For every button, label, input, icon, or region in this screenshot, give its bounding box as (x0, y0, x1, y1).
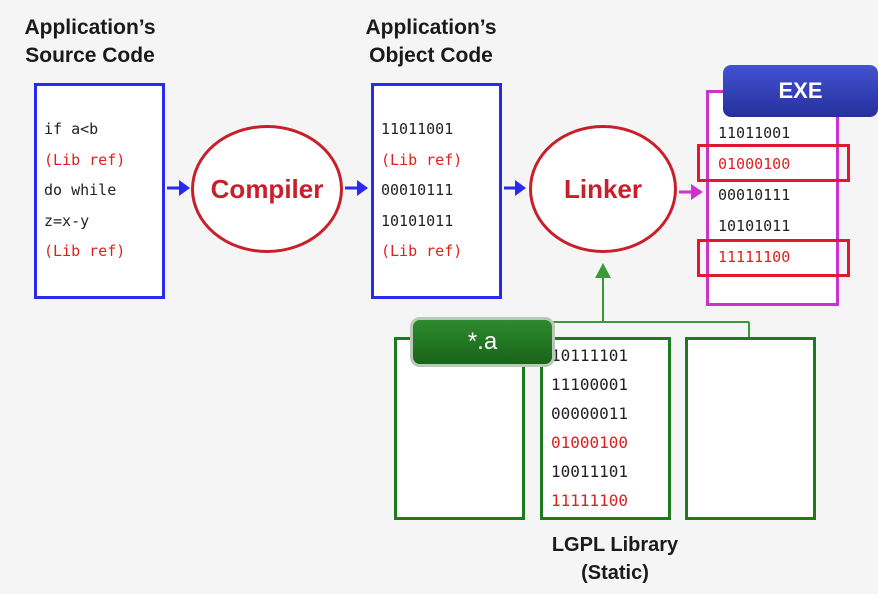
library-line-4: 01000100 (551, 433, 629, 452)
exe-highlight-2 (697, 239, 850, 277)
object-code-line-5: (Lib ref) (381, 242, 463, 260)
exe-label: EXE (778, 78, 823, 103)
archive-label: *.a (410, 317, 555, 367)
arrow-head-2 (357, 180, 368, 196)
library-to-linker-arrowhead (595, 263, 611, 278)
exe-line-2: 01000100 (718, 155, 791, 173)
exe-box (706, 90, 839, 306)
source-code-line-5: (Lib ref) (44, 242, 126, 260)
exe-highlight-1 (697, 144, 850, 182)
object-code-line-2: (Lib ref) (381, 150, 463, 169)
exe-line-3: 00010111 (718, 186, 791, 204)
exe-header: EXE (723, 65, 878, 117)
library-line-5: 10011101 (551, 462, 629, 481)
object-code-line-1: 11011001 (381, 120, 454, 138)
arrow-head-1 (179, 180, 190, 196)
source-code-line-3: do while (44, 181, 117, 199)
source-code-box (34, 83, 165, 299)
library-line-6: 11111100 (551, 491, 629, 510)
library-line-2: 11100001 (551, 375, 629, 394)
arrow-head-3 (515, 180, 526, 196)
library-box-middle (540, 337, 671, 520)
archive-label-text: *.a (467, 328, 498, 355)
library-caption: LGPL Library (Static) (520, 531, 710, 587)
object-code-line-3: 00010111 (381, 181, 454, 199)
exe-line-5: 11111100 (718, 248, 791, 266)
arrow-head-4 (691, 184, 703, 200)
exe-line-1: 11011001 (718, 124, 791, 142)
object-code-line-4: 10101011 (381, 211, 454, 230)
source-code-line-4: z=x-y (44, 211, 90, 230)
linker-node: Linker (529, 125, 677, 253)
source-code-line-1: if a<b (44, 120, 99, 138)
library-box-left (394, 337, 525, 520)
library-caption-line1: LGPL Library (551, 534, 679, 556)
library-line-3: 00000011 (551, 404, 629, 423)
linker-label: Linker (563, 173, 643, 204)
object-code-box (371, 83, 502, 299)
compiler-node: Compiler (191, 125, 343, 253)
source-title-line1: Application’s (24, 16, 156, 39)
library-line-1: 10111101 (551, 346, 629, 365)
library-caption-line2: (Static) (581, 562, 649, 584)
source-code-line-2: (Lib ref) (44, 150, 126, 169)
compiler-label: Compiler (210, 173, 324, 204)
library-box-right (685, 337, 816, 520)
exe-line-4: 10101011 (718, 217, 791, 235)
object-code-title: Application’s Object Code (352, 14, 510, 70)
source-title-line2: Source Code (25, 44, 155, 67)
object-title-line1: Application’s (365, 16, 497, 39)
object-title-line2: Object Code (369, 44, 493, 67)
source-code-title: Application’s Source Code (20, 14, 160, 70)
